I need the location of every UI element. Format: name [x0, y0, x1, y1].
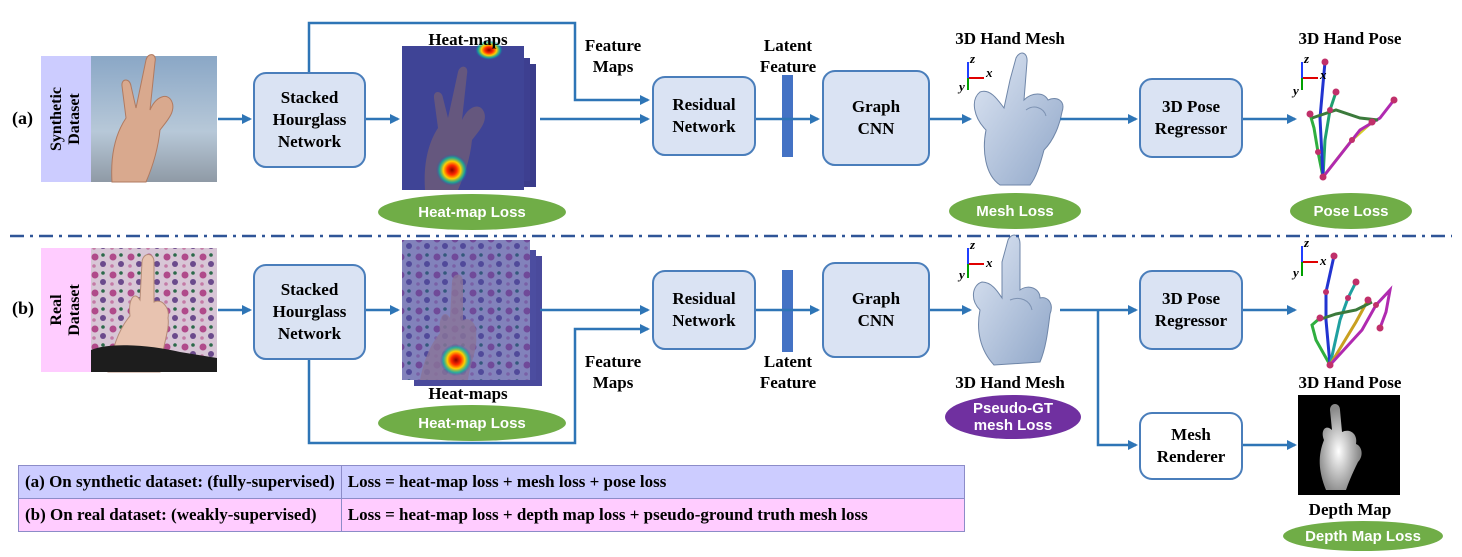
- axes-icon-pose-b: [1301, 246, 1318, 276]
- regressor-box-b: 3D Pose Regressor: [1139, 270, 1243, 350]
- axes-icon-mesh-a: [967, 62, 984, 90]
- gcnn-box-b: Graph CNN: [822, 262, 930, 358]
- resnet-box-a: Residual Network: [652, 76, 756, 156]
- gcnn-box-a: Graph CNN: [822, 70, 930, 166]
- legend-setting-synthetic: (a) On synthetic dataset: (fully-supervi…: [18, 465, 342, 499]
- arrow-feature-maps-a: [307, 21, 650, 105]
- hand-mesh-label-a: 3D Hand Mesh: [955, 29, 1065, 48]
- hand-pose-label-a: 3D Hand Pose: [1298, 29, 1402, 48]
- axis-z-mesh-b: z: [970, 237, 976, 252]
- axis-y-pose-b: y: [1293, 265, 1299, 280]
- regressor-box-a: 3D Pose Regressor: [1139, 78, 1243, 158]
- depth-map-loss: Depth Map Loss: [1283, 521, 1443, 551]
- pose-skeleton-a: [1306, 58, 1398, 181]
- arrow-mesh-renderer: [1096, 310, 1138, 450]
- axis-x-mesh-b: x: [986, 255, 993, 270]
- latent-feature-label-b: Latent Feature: [759, 352, 817, 392]
- pose-skeleton-b: [1310, 252, 1393, 369]
- resnet-box-b: Residual Network: [652, 270, 756, 350]
- axis-x-mesh-a: x: [986, 65, 993, 80]
- heatmaps-label-a: Heat-maps: [428, 30, 508, 49]
- hourglass-box-b: Stacked Hourglass Network: [253, 264, 366, 360]
- axis-x-pose-a: x: [1320, 67, 1327, 82]
- axis-y-mesh-a: y: [959, 79, 965, 94]
- hourglass-box-a: Stacked Hourglass Network: [253, 72, 366, 168]
- heatmaps-label-b: Heat-maps: [428, 384, 508, 403]
- depth-map-image: [1298, 395, 1400, 495]
- axis-z-pose-a: z: [1304, 51, 1310, 66]
- feature-maps-label-a: Feature Maps: [584, 36, 642, 76]
- synthetic-input-image: [91, 54, 217, 183]
- hand-mesh-a: [973, 52, 1064, 186]
- row-label-b: (b): [12, 298, 34, 318]
- heatmap-loss-a: Heat-map Loss: [378, 194, 566, 230]
- axis-y-pose-a: y: [1293, 83, 1299, 98]
- legend-setting-real: (b) On real dataset: (weakly-supervised): [18, 498, 342, 532]
- axis-x-pose-b: x: [1320, 253, 1327, 268]
- hand-pose-label-b: 3D Hand Pose: [1298, 373, 1402, 392]
- latent-bar-a: [782, 75, 793, 157]
- hand-mesh-label-b: 3D Hand Mesh: [955, 373, 1065, 392]
- legend-loss-real: Loss = heat-map loss + depth map loss + …: [340, 498, 965, 532]
- heatmap-stack-a: [402, 40, 536, 190]
- legend-loss-synthetic: Loss = heat-map loss + mesh loss + pose …: [340, 465, 965, 499]
- pseudo-gt-mesh-loss: Pseudo-GT mesh Loss: [945, 395, 1081, 439]
- hand-mesh-b: [973, 234, 1052, 366]
- synthetic-dataset-label: Synthetic Dataset: [48, 87, 83, 151]
- feature-maps-label-b: Feature Maps: [584, 352, 642, 392]
- renderer-box: Mesh Renderer: [1139, 412, 1243, 480]
- arrow-feature-maps-b: [307, 324, 650, 445]
- axes-icon-pose-a: [1301, 62, 1318, 90]
- latent-feature-label-a: Latent Feature: [759, 36, 817, 76]
- axis-z-mesh-a: z: [970, 51, 976, 66]
- real-label-bg: [41, 248, 91, 372]
- real-input-image: [91, 248, 217, 373]
- axes-icon-mesh-b: [967, 248, 984, 278]
- depth-map-label: Depth Map: [1308, 500, 1392, 519]
- legend-row-real: (b) On real dataset: (weakly-supervised)…: [18, 498, 965, 532]
- heatmap-loss-b: Heat-map Loss: [378, 405, 566, 441]
- row-label-a: (a): [12, 108, 33, 128]
- heatmap-stack-b: [402, 240, 542, 386]
- axis-z-pose-b: z: [1304, 235, 1310, 250]
- real-dataset-label: Real Dataset: [48, 284, 83, 336]
- synthetic-label-bg: [41, 56, 91, 182]
- mesh-loss-a: Mesh Loss: [949, 193, 1081, 229]
- axis-y-mesh-b: y: [959, 267, 965, 282]
- pose-loss-a: Pose Loss: [1290, 193, 1412, 229]
- legend-row-synthetic: (a) On synthetic dataset: (fully-supervi…: [18, 465, 965, 499]
- loss-legend-table: (a) On synthetic dataset: (fully-supervi…: [18, 465, 965, 532]
